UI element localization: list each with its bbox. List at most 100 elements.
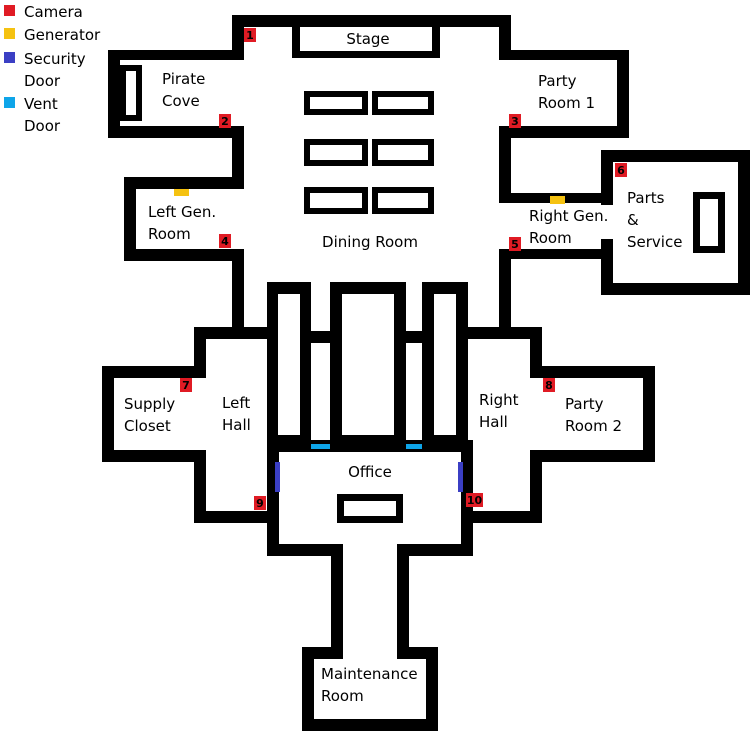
camera-6: 6: [615, 163, 627, 177]
label-line: Hall: [222, 416, 251, 434]
camera-marker: [244, 28, 256, 42]
camera-number: 3: [511, 115, 519, 128]
camera-number: 5: [511, 238, 519, 251]
maintenance-room-floor: [314, 659, 426, 719]
legend-label: Camera: [24, 3, 83, 21]
table-top: [310, 145, 362, 160]
label-line: Hall: [479, 413, 508, 431]
maintenance-doorway: [343, 645, 397, 661]
legend-label: Vent Door: [24, 95, 61, 135]
camera-1: 1: [244, 28, 256, 42]
camera-2: 2: [219, 114, 231, 128]
pirate-cove-opening: [232, 78, 246, 108]
camera-10: 10: [466, 493, 483, 507]
label-line: Supply: [124, 395, 175, 413]
label-line: Maintenance: [321, 665, 418, 683]
security-door-left: [275, 462, 280, 492]
table-top: [378, 97, 428, 109]
legend-swatch: [4, 97, 15, 108]
label-line: Closet: [124, 417, 171, 435]
label-line: Office: [348, 463, 392, 481]
supply-closet-floor: [114, 378, 206, 450]
label-line: Stage: [346, 30, 389, 48]
camera-marker: [615, 163, 627, 177]
label-line: Service: [627, 233, 682, 251]
right-hall-divider-inner: [434, 294, 456, 435]
right-gen-room-label: Right Gen. Room: [529, 207, 608, 247]
label-line: Party: [565, 395, 604, 413]
table-top: [378, 193, 428, 208]
label-line: Room 1: [538, 94, 595, 112]
camera-number: 6: [617, 164, 625, 177]
camera-marker: [180, 378, 192, 392]
camera-number: 7: [182, 379, 190, 392]
camera-3: 3: [509, 114, 521, 128]
vent-door-right: [406, 444, 422, 449]
legend-swatch: [4, 52, 15, 63]
table-top: [378, 145, 428, 160]
camera-marker: [509, 114, 521, 128]
legend-swatch: [4, 28, 15, 39]
office-desk-inner: [344, 501, 396, 516]
generator-left: [174, 189, 189, 196]
label-line: Left: [222, 394, 250, 412]
label-line: Pirate: [162, 70, 205, 88]
label-line: Room 2: [565, 417, 622, 435]
camera-marker: [509, 237, 521, 251]
label-line: Room: [529, 229, 572, 247]
label-line: Cove: [162, 92, 200, 110]
camera-4: 4: [219, 234, 231, 248]
table-top: [310, 193, 362, 208]
label-line: Room: [321, 687, 364, 705]
pirate-cove-curtain-inner: [126, 71, 136, 115]
legend-label: Security Door: [24, 50, 86, 90]
camera-number: 9: [256, 497, 264, 510]
legend-swatch: [4, 5, 15, 16]
camera-5: 5: [509, 237, 521, 251]
generator-right: [550, 196, 565, 204]
camera-number: 4: [221, 235, 229, 248]
dining-room-label: Dining Room: [322, 233, 418, 251]
vent-door-left: [311, 444, 330, 449]
camera-marker: [466, 493, 483, 507]
camera-8: 8: [543, 378, 555, 392]
camera-marker: [219, 234, 231, 248]
label-line: Right Gen.: [529, 207, 608, 225]
camera-9: 9: [254, 496, 266, 510]
label-line: Right: [479, 391, 519, 409]
stage-platform-inner: [300, 27, 432, 51]
walls: [102, 15, 750, 731]
cameras: 1 2 3 4 5 6 7 8 9 10: [180, 28, 627, 510]
dining-room-floor: [244, 27, 499, 331]
left-hall-divider-inner: [278, 294, 300, 435]
camera-number: 10: [467, 494, 483, 507]
label-line: Left Gen.: [148, 203, 216, 221]
table-top: [310, 97, 362, 109]
label-line: Dining Room: [322, 233, 418, 251]
doors: [275, 444, 463, 492]
maintenance-corridor-floor: [343, 544, 397, 650]
parts-service-opening: [600, 205, 615, 239]
label-line: Parts: [627, 189, 665, 207]
stage-label: Stage: [346, 30, 389, 48]
camera-marker: [254, 496, 266, 510]
vent-divider-inner: [342, 294, 394, 435]
label-line: &: [627, 211, 639, 229]
label-line: Room: [148, 225, 191, 243]
camera-marker: [543, 378, 555, 392]
parts-service-label: Parts & Service: [627, 189, 682, 251]
camera-7: 7: [180, 378, 192, 392]
parts-service-shelf-inner: [700, 199, 718, 246]
camera-number: 1: [246, 29, 254, 42]
generators: [174, 189, 565, 204]
left-gen-room-label: Left Gen. Room: [148, 203, 216, 243]
